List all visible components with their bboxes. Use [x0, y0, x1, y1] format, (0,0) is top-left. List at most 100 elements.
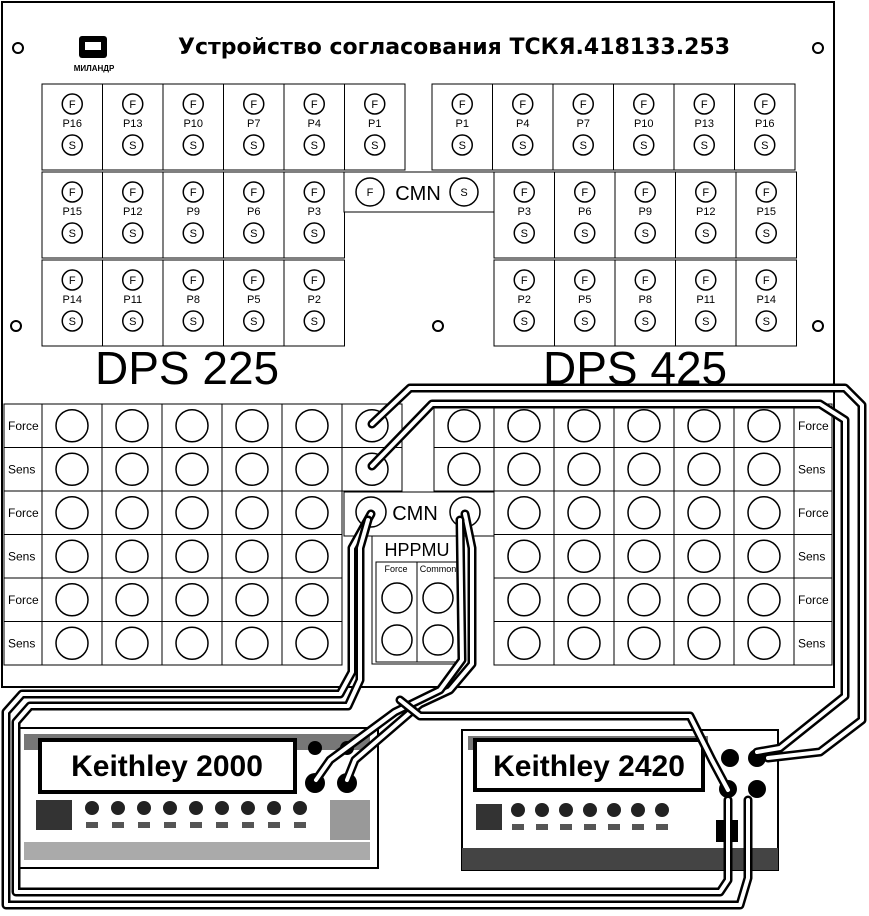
socket-left-r5-c2[interactable] — [175, 626, 209, 660]
socket-left-r0-c4[interactable] — [295, 409, 329, 443]
sense-socket[interactable] — [574, 222, 596, 244]
force-socket[interactable] — [754, 93, 776, 115]
sense-socket[interactable] — [243, 222, 265, 244]
k2000-button[interactable] — [163, 801, 177, 815]
socket-left-r1-c3[interactable] — [235, 452, 269, 486]
sense-socket[interactable] — [243, 310, 265, 332]
sense-socket[interactable] — [693, 134, 715, 156]
k2000-button[interactable] — [293, 801, 307, 815]
socket-right-r1-c3[interactable] — [627, 452, 661, 486]
socket-right-r5-c1[interactable] — [567, 626, 601, 660]
socket-left-r3-c3[interactable] — [235, 539, 269, 573]
cmn-sense-socket[interactable] — [449, 177, 479, 207]
force-socket[interactable] — [243, 181, 265, 203]
sense-socket[interactable] — [451, 134, 473, 156]
socket-left-r0-c0[interactable] — [55, 409, 89, 443]
force-socket[interactable] — [513, 269, 535, 291]
socket-right-r2-c2[interactable] — [627, 496, 661, 530]
socket-right-r1-c1[interactable] — [507, 452, 541, 486]
sense-socket[interactable] — [755, 310, 777, 332]
k2000-button[interactable] — [189, 801, 203, 815]
hppmu-common-socket-2[interactable] — [422, 624, 454, 656]
sense-socket[interactable] — [633, 134, 655, 156]
force-socket[interactable] — [755, 181, 777, 203]
force-socket[interactable] — [695, 269, 717, 291]
force-socket[interactable] — [243, 269, 265, 291]
sense-socket[interactable] — [303, 222, 325, 244]
hppmu-force-socket-1[interactable] — [381, 582, 413, 614]
socket-right-r0-c5[interactable] — [747, 409, 781, 443]
socket-left-r2-c1[interactable] — [115, 496, 149, 530]
force-socket[interactable] — [634, 269, 656, 291]
socket-right-r2-c4[interactable] — [747, 496, 781, 530]
force-socket[interactable] — [303, 181, 325, 203]
sense-socket[interactable] — [243, 134, 265, 156]
force-socket[interactable] — [634, 181, 656, 203]
force-socket[interactable] — [182, 93, 204, 115]
sense-socket[interactable] — [122, 134, 144, 156]
force-socket[interactable] — [182, 269, 204, 291]
k2000-button[interactable] — [267, 801, 281, 815]
socket-left-r5-c4[interactable] — [295, 626, 329, 660]
socket-left-r5-c3[interactable] — [235, 626, 269, 660]
socket-left-r2-c0[interactable] — [55, 496, 89, 530]
k2420-button[interactable] — [607, 803, 621, 817]
socket-left-r4-c4[interactable] — [295, 583, 329, 617]
k2000-button[interactable] — [111, 801, 125, 815]
sense-socket[interactable] — [122, 222, 144, 244]
force-socket[interactable] — [61, 269, 83, 291]
k2000-button[interactable] — [137, 801, 151, 815]
sense-socket[interactable] — [513, 222, 535, 244]
socket-left-r2-c3[interactable] — [235, 496, 269, 530]
k2420-button[interactable] — [511, 803, 525, 817]
k2420-terminal-4[interactable] — [748, 780, 766, 798]
cmn-force-socket[interactable] — [355, 177, 385, 207]
force-socket[interactable] — [572, 93, 594, 115]
sense-socket[interactable] — [61, 134, 83, 156]
force-socket[interactable] — [695, 181, 717, 203]
sense-socket[interactable] — [364, 134, 386, 156]
sense-socket[interactable] — [754, 134, 776, 156]
force-socket[interactable] — [633, 93, 655, 115]
socket-right-r5-c0[interactable] — [507, 626, 541, 660]
socket-right-r5-c3[interactable] — [687, 626, 721, 660]
socket-right-r2-c3[interactable] — [687, 496, 721, 530]
force-socket[interactable] — [122, 269, 144, 291]
socket-right-r1-c0[interactable] — [447, 452, 481, 486]
sense-socket[interactable] — [122, 310, 144, 332]
socket-left-r4-c3[interactable] — [235, 583, 269, 617]
socket-right-r0-c2[interactable] — [567, 409, 601, 443]
k2420-button[interactable] — [583, 803, 597, 817]
force-socket[interactable] — [303, 269, 325, 291]
sense-socket[interactable] — [61, 222, 83, 244]
socket-right-r5-c2[interactable] — [627, 626, 661, 660]
socket-left-r4-c2[interactable] — [175, 583, 209, 617]
socket-left-r2-c4[interactable] — [295, 496, 329, 530]
hppmu-common-socket-1[interactable] — [422, 582, 454, 614]
socket-left-r3-c2[interactable] — [175, 539, 209, 573]
socket-right-r2-c1[interactable] — [567, 496, 601, 530]
socket-right-r3-c2[interactable] — [627, 539, 661, 573]
socket-right-r1-c2[interactable] — [567, 452, 601, 486]
force-socket[interactable] — [243, 93, 265, 115]
sense-socket[interactable] — [512, 134, 534, 156]
socket-left-r4-c1[interactable] — [115, 583, 149, 617]
sense-socket[interactable] — [574, 310, 596, 332]
force-socket[interactable] — [512, 93, 534, 115]
socket-left-r3-c0[interactable] — [55, 539, 89, 573]
socket-left-r0-c1[interactable] — [115, 409, 149, 443]
socket-left-r0-c2[interactable] — [175, 409, 209, 443]
force-socket[interactable] — [61, 93, 83, 115]
force-socket[interactable] — [755, 269, 777, 291]
socket-left-r3-c1[interactable] — [115, 539, 149, 573]
sense-socket[interactable] — [513, 310, 535, 332]
force-socket[interactable] — [574, 269, 596, 291]
socket-right-r1-c4[interactable] — [687, 452, 721, 486]
socket-left-r1-c1[interactable] — [115, 452, 149, 486]
force-socket[interactable] — [182, 181, 204, 203]
socket-right-r1-c5[interactable] — [747, 452, 781, 486]
force-socket[interactable] — [303, 93, 325, 115]
socket-left-r1-c4[interactable] — [295, 452, 329, 486]
k2000-button[interactable] — [85, 801, 99, 815]
sense-socket[interactable] — [61, 310, 83, 332]
